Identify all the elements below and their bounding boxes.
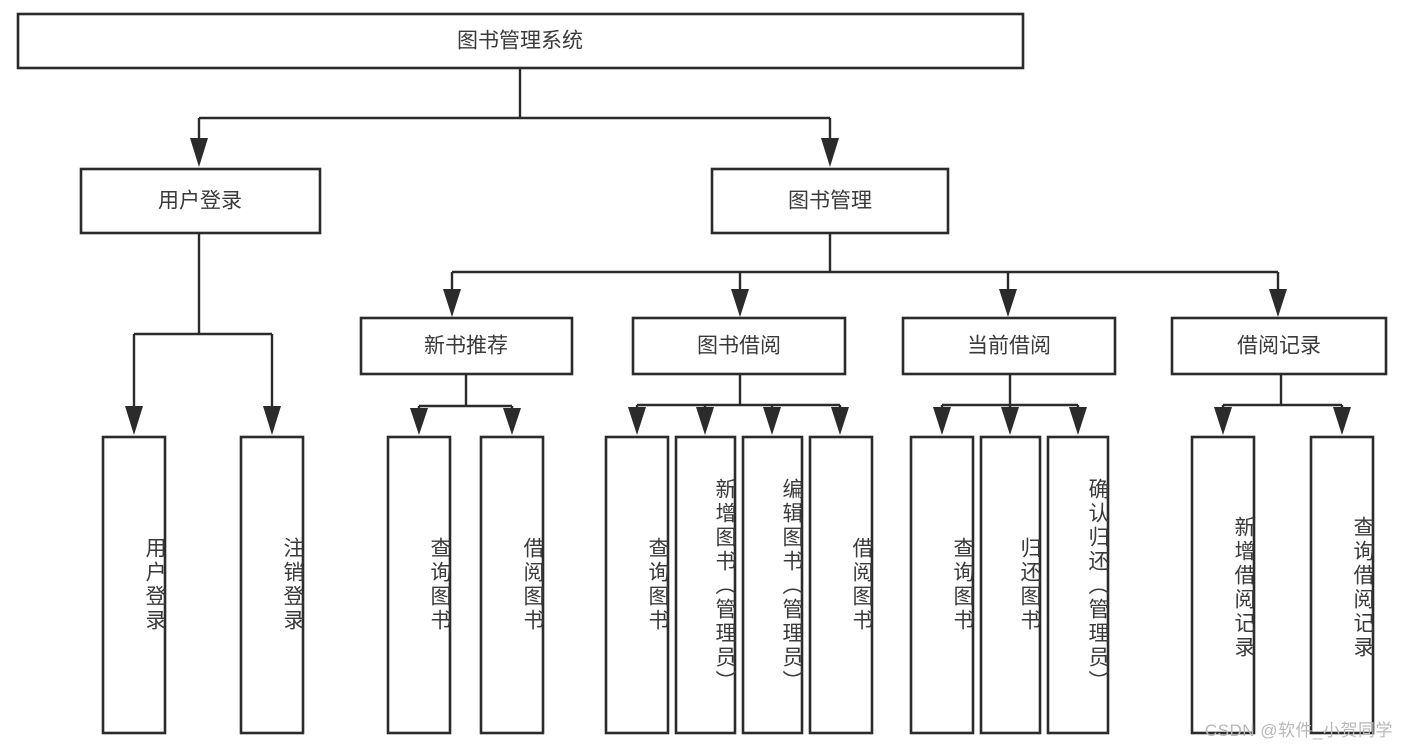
connector-group-currentborrow <box>933 375 1087 435</box>
connector-group-newbookrec <box>410 375 521 435</box>
node-leaf-borrow-book-1-box[interactable] <box>479 435 545 735</box>
arrow-head-query-book-3 <box>933 407 951 435</box>
node-leaf-edit-book-box[interactable] <box>741 435 804 735</box>
node-borrow-record-label: 借阅记录 <box>1237 335 1321 358</box>
arrow-head-query-record <box>1333 407 1351 435</box>
node-leaf-return-book-box[interactable] <box>979 435 1042 735</box>
node-leaf-borrow-book-2-box[interactable] <box>808 435 874 735</box>
connector-group-bookborrow <box>628 375 849 435</box>
node-root-label: 图书管理系统 <box>457 30 583 53</box>
arrow-head-add-record <box>1214 407 1232 435</box>
node-borrow-record-box[interactable] <box>1170 316 1388 376</box>
arrow-head-book-borrow <box>731 289 749 317</box>
arrow-head-current-borrow <box>999 289 1017 317</box>
node-leaf-query-record-box[interactable] <box>1309 435 1375 735</box>
node-book-mgmt-box[interactable] <box>710 167 950 235</box>
node-new-book-rec[interactable]: 新书推荐 <box>359 316 574 376</box>
arrow-head-return-book <box>1001 407 1019 435</box>
node-root[interactable]: 图书管理系统 <box>16 12 1025 70</box>
node-book-borrow-label: 图书借阅 <box>697 335 781 358</box>
arrow-head-borrow-record <box>1269 289 1287 317</box>
node-leaf-query-book-1-box[interactable] <box>386 435 452 735</box>
node-leaf-add-record-box[interactable] <box>1190 435 1256 735</box>
node-leaf-logout-box[interactable] <box>239 435 305 735</box>
connector-group-login <box>125 233 281 435</box>
node-login-box[interactable] <box>79 167 322 235</box>
node-leaf-confirm-return-box[interactable] <box>1046 435 1110 735</box>
node-current-borrow[interactable]: 当前借阅 <box>901 316 1117 376</box>
node-leaf-query-book-2-box[interactable] <box>604 435 670 735</box>
arrow-head-edit-book <box>763 407 781 435</box>
arrow-head-new-book-rec <box>443 289 461 317</box>
node-book-mgmt-label: 图书管理 <box>788 190 872 213</box>
node-leaf-query-book-3-box[interactable] <box>909 435 975 735</box>
node-leaf-user-login-box[interactable] <box>101 435 167 735</box>
node-new-book-rec-box[interactable] <box>359 316 574 376</box>
node-new-book-rec-label: 新书推荐 <box>424 335 508 358</box>
arrow-head-logout <box>263 406 281 435</box>
arrow-head-add-book <box>696 407 714 435</box>
connector-group-root <box>190 68 839 167</box>
arrow-head-query-book-1 <box>410 408 428 435</box>
watermark-text: CSDN @软件_小贺同学 <box>1204 721 1393 740</box>
connector-group-bookmgmt <box>443 233 1287 317</box>
node-login[interactable]: 用户登录 <box>79 167 322 235</box>
arrow-head-borrow-book-1 <box>503 408 521 435</box>
node-borrow-record[interactable]: 借阅记录 <box>1170 316 1388 376</box>
arrow-head-user-login <box>125 406 143 435</box>
node-login-label: 用户登录 <box>158 190 242 213</box>
node-current-borrow-box[interactable] <box>901 316 1117 376</box>
arrow-head-bookmgmt <box>821 138 839 167</box>
node-book-borrow-box[interactable] <box>631 316 847 376</box>
connector-group-borrowrecord <box>1214 375 1351 435</box>
arrow-head-borrow-book-2 <box>831 407 849 435</box>
arrow-head-query-book-2 <box>628 407 646 435</box>
node-current-borrow-label: 当前借阅 <box>967 335 1051 358</box>
node-book-borrow[interactable]: 图书借阅 <box>631 316 847 376</box>
node-book-mgmt[interactable]: 图书管理 <box>710 167 950 235</box>
arrow-head-login <box>190 138 208 167</box>
node-leaf-add-book-box[interactable] <box>674 435 737 735</box>
arrow-head-confirm-return <box>1069 407 1087 435</box>
node-root-box[interactable] <box>16 12 1025 70</box>
